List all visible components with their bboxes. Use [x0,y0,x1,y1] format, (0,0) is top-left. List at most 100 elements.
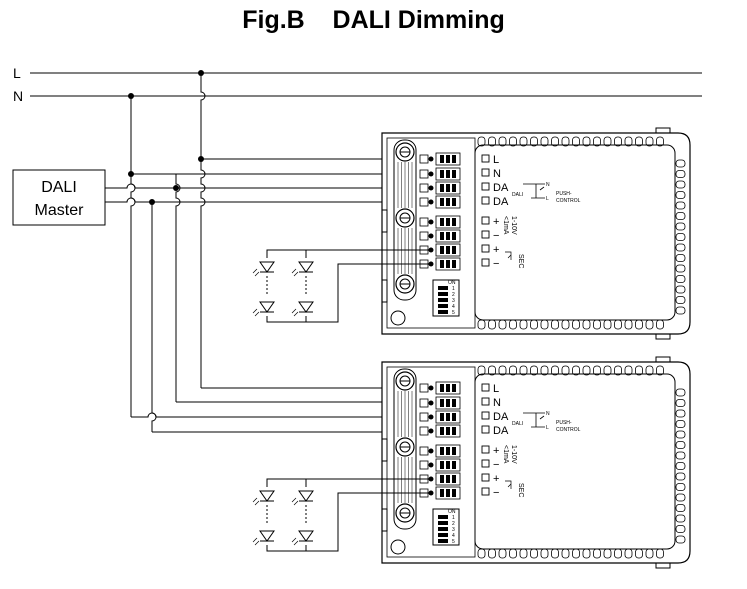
dip-switch-number: 1 [452,515,455,521]
wires [105,73,430,433]
dali-label: DALI [512,192,523,198]
rating-label: 1-10V [510,216,517,235]
vent-slot [675,388,686,397]
vent-slot [675,254,686,262]
leds-1 [252,249,430,323]
led-rays [252,308,260,317]
terminal-contact [446,413,450,421]
l-drop-wire [200,73,206,388]
terminal-label: L [493,154,499,166]
terminal-checkbox [481,182,490,191]
terminal-checkbox [481,230,490,239]
terminal-label: + [493,473,499,485]
n-drop-wire [130,96,136,417]
terminal-label: − [493,459,499,471]
vent-slot [603,136,612,147]
terminal-contact [446,232,450,240]
terminal-contact [452,427,456,435]
vent-slot [540,548,549,559]
wire-entry [419,231,429,241]
current-label: <1mA [502,216,509,235]
terminal-label: N [493,168,501,180]
terminal-contact [440,246,444,254]
terminal-contact [452,399,456,407]
wire-entry-dot [428,448,434,454]
vent-slot [477,136,486,147]
vent-slot [572,319,580,330]
marker [381,279,388,303]
vent-slot [635,319,643,330]
terminal-cell [435,195,461,209]
vent-slot [519,365,528,376]
terminal-label: DA [493,411,509,423]
led-triangle [259,261,275,273]
vent-slot [675,420,686,428]
dip-switch-lever [438,515,448,519]
terminal-contact [446,184,450,192]
terminal-contact [440,232,444,240]
led-diode [252,530,275,546]
terminal-checkbox [481,445,490,454]
led-series-link [266,505,307,525]
wire-entry [419,426,429,436]
led-diode [252,261,275,277]
junction-dot [149,199,155,205]
vent-slot [530,136,538,147]
terminal-contact [440,184,444,192]
terminal-contact [440,461,444,469]
terminal-contact [440,475,444,483]
terminal-checkbox [481,244,490,253]
vent-slot [498,548,507,559]
wire-entry [419,197,429,207]
wire-entry [419,217,429,227]
vent-slot [675,264,686,273]
terminal-contact [440,489,444,497]
terminal-cell [435,152,461,166]
vent-slot [477,365,486,376]
vent-slot [593,319,601,330]
terminal-label: DA [493,425,509,437]
strain-relief [393,368,417,530]
wire-entry-dot [428,219,434,225]
terminal-cell [435,472,461,486]
vent-slot [561,365,570,376]
dip-switch [432,279,460,317]
push-n-label: N [546,182,550,188]
led-positive-wire [266,249,430,258]
vent-slot [675,472,686,481]
terminal-block [386,137,476,329]
vent-slot [675,504,686,512]
wire-entry-dot [428,490,434,496]
led-rays [291,497,299,506]
vent-slot [488,548,496,559]
wire-entry-dot [428,428,434,434]
da2-drop-wire [151,202,157,432]
vent-slot [551,136,559,147]
dali-master-label-line2: Master [35,202,85,219]
vent-slot [603,365,612,376]
driver2-n-wire [131,412,430,418]
terminal-contact [452,246,456,254]
vent-slot [645,319,654,330]
wire-entry-dot [428,185,434,191]
vent-slot [624,365,633,376]
wire-entry-dot [428,462,434,468]
sec-symbol [505,251,512,260]
vent-slot [593,136,601,147]
push-l-label: L [546,425,549,431]
wire-entry [419,383,429,393]
vent-slot [675,483,686,491]
dip-switch-number: 5 [452,539,455,545]
vent-slot [498,365,507,376]
dip-switch-number: 2 [452,292,455,298]
vent-slot [675,409,686,418]
led-rays [291,308,299,317]
vent-slot [675,233,686,241]
terminal-contact [446,198,450,206]
vent-slot [540,365,549,376]
terminal-contact [446,246,450,254]
dali-label: DALI [512,421,523,427]
terminal-block [386,366,476,558]
vent-slot [551,548,559,559]
dip-switch-number: 2 [452,521,455,527]
